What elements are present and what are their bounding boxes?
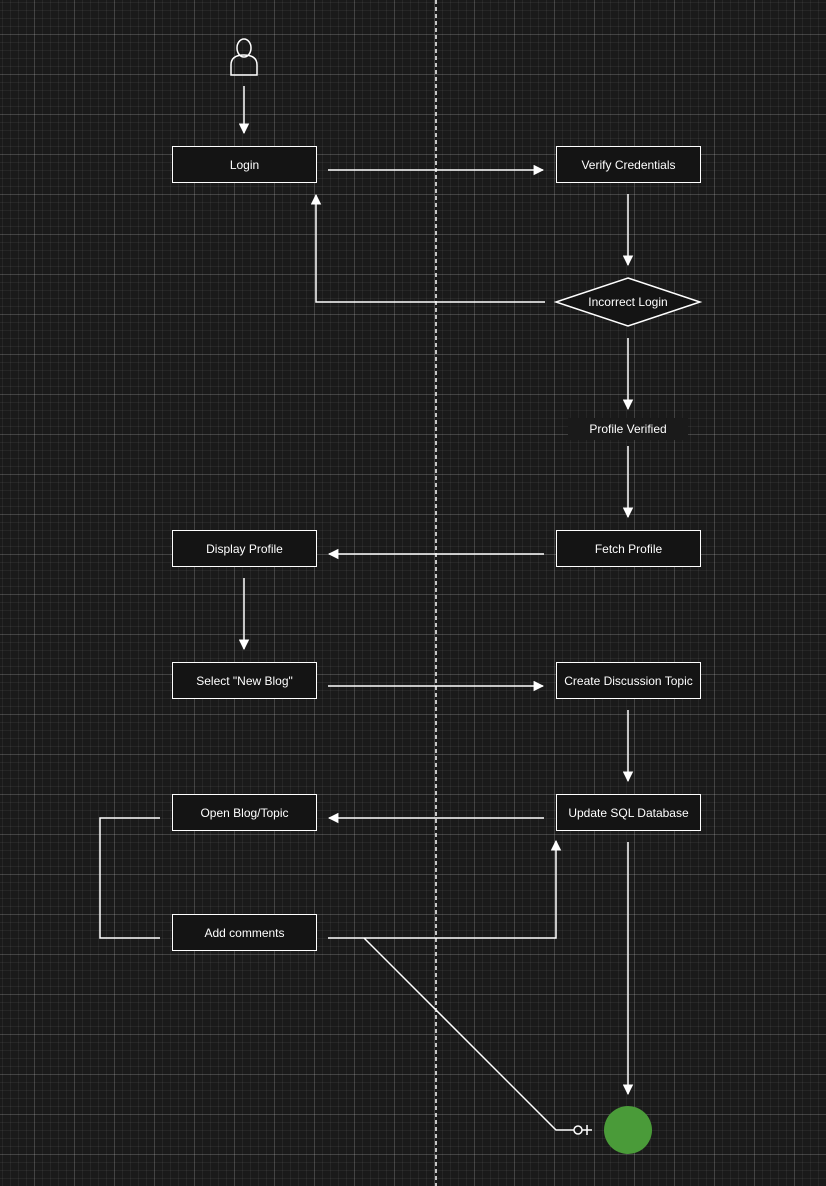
create-discussion-topic-node[interactable]: Create Discussion Topic <box>556 662 701 699</box>
user-actor-icon <box>230 38 258 76</box>
connector-add-end <box>363 937 592 1131</box>
open-blog-topic-node[interactable]: Open Blog/Topic <box>172 794 317 831</box>
verify-credentials-node[interactable]: Verify Credentials <box>556 146 701 183</box>
decision-diamond[interactable] <box>553 277 703 327</box>
connector-incorrect-login <box>310 193 545 303</box>
profile-verified-label[interactable]: Profile Verified <box>568 418 688 440</box>
display-profile-node[interactable]: Display Profile <box>172 530 317 567</box>
connector-open-add <box>99 817 160 939</box>
fetch-profile-node[interactable]: Fetch Profile <box>556 530 701 567</box>
end-circle-icon[interactable] <box>604 1106 652 1154</box>
zero-one-marker-circle <box>573 1125 583 1135</box>
add-comments-node[interactable]: Add comments <box>172 914 317 951</box>
select-new-blog-node[interactable]: Select "New Blog" <box>172 662 317 699</box>
connector-add-update <box>328 839 562 939</box>
incorrect-login-label: Incorrect Login <box>588 295 668 309</box>
update-sql-database-node[interactable]: Update SQL Database <box>556 794 701 831</box>
login-node[interactable]: Login <box>172 146 317 183</box>
